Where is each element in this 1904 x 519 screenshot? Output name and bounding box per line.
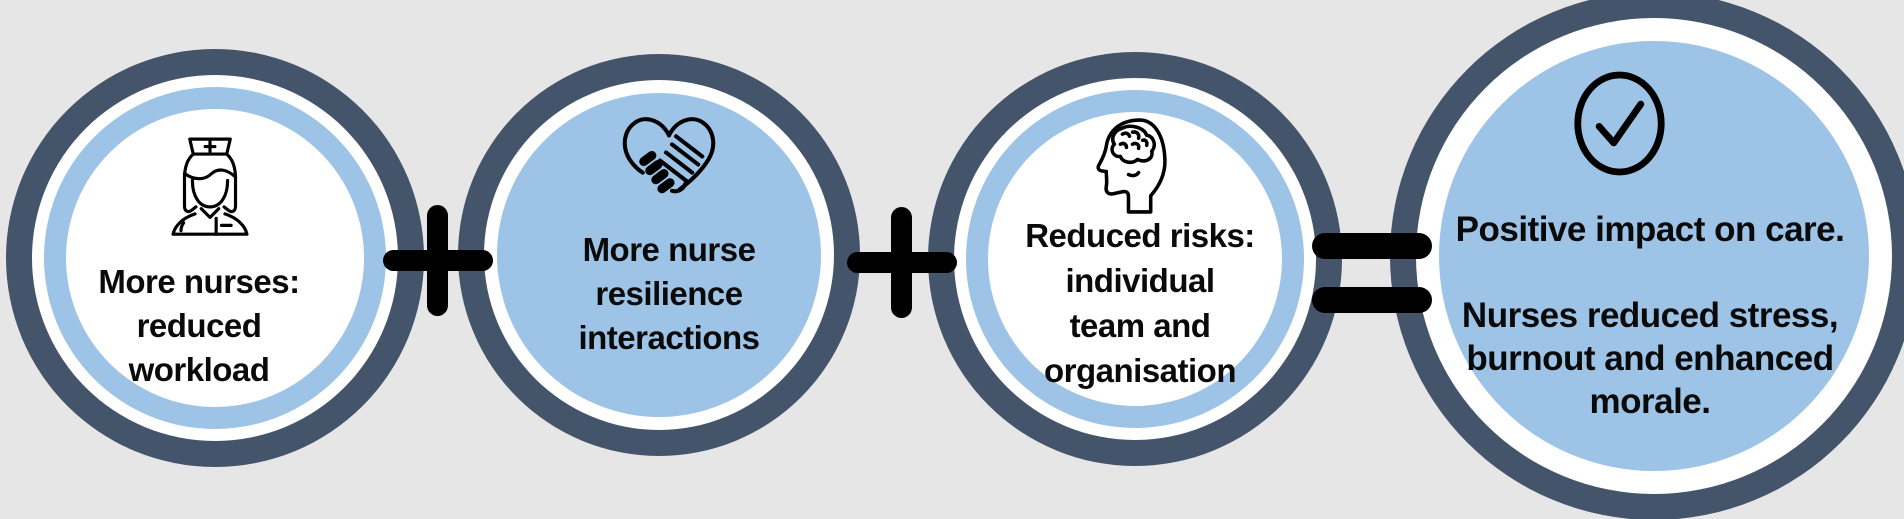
term-label-nurse-resilience: More nurse resilience interactions [578, 231, 760, 356]
plus-vertical-bar [427, 205, 448, 316]
circle-core [66, 109, 364, 407]
result-label-positive-impact: Positive impact on care. Nurses reduced … [1455, 210, 1845, 421]
term-label-more-nurses: More nurses: reduced workload [98, 263, 300, 388]
head-brain-icon [1081, 114, 1179, 220]
plus-vertical-bar [891, 207, 912, 318]
equals-icon [1312, 233, 1432, 313]
circle-core [1439, 41, 1869, 471]
term-label-reduced-risks: Reduced risks: individual team and organ… [1025, 217, 1255, 389]
term-circle-reduced-risks: Reduced risks: individual team and organ… [928, 52, 1342, 466]
equals-top-bar [1312, 233, 1432, 259]
term-circle-nurse-resilience: More nurse resilience interactions [458, 54, 860, 456]
nurse-icon [166, 125, 254, 243]
equals-bottom-bar [1312, 287, 1432, 313]
circle-core [497, 93, 821, 417]
term-circle-more-nurses: More nurses: reduced workload [6, 49, 424, 467]
heart-handshake-icon [613, 104, 725, 210]
result-circle-positive-impact: Positive impact on care. Nurses reduced … [1390, 0, 1904, 519]
plus-icon [847, 207, 957, 318]
check-circle-icon [1571, 67, 1668, 180]
plus-icon [383, 205, 493, 316]
